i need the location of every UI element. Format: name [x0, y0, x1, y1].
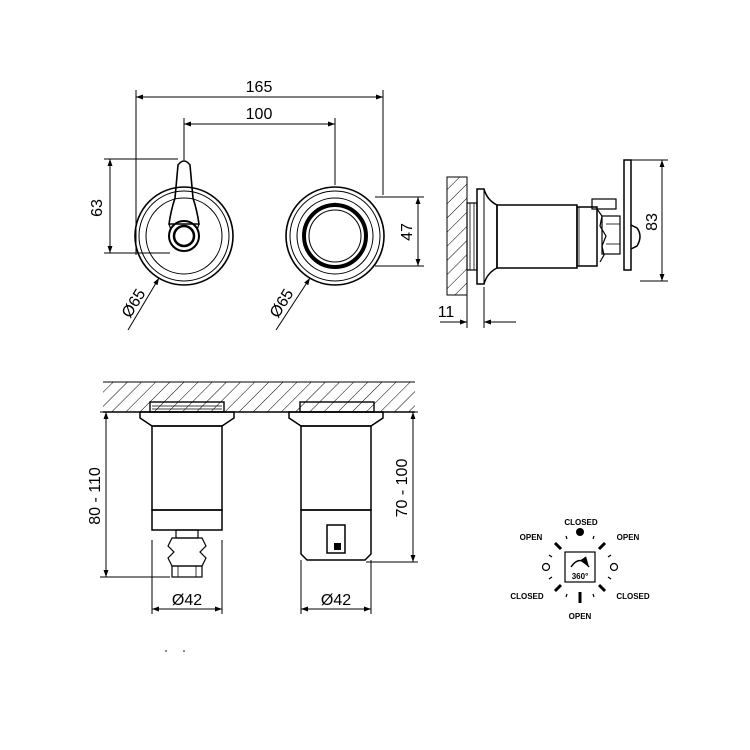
dimension-centers: 100: [183, 106, 336, 185]
dimension-rosette-height: 47: [375, 196, 424, 267]
label-closed-top: CLOSED: [564, 518, 598, 527]
rosette-front-view: [285, 186, 385, 286]
top-position-dot: [576, 528, 584, 536]
dim-47-label: 47: [399, 223, 416, 241]
dimension-left-body-diameter: Ø42: [151, 540, 223, 614]
dim-165-label: 165: [246, 79, 273, 96]
dim-70-100-label: 70 - 100: [394, 459, 411, 518]
dimension-wall-offset: 11: [438, 287, 516, 328]
label-closed-right: CLOSED: [616, 592, 650, 601]
dim-100-label: 100: [246, 106, 273, 123]
left-position-dot: [541, 562, 551, 572]
label-closed-left: CLOSED: [510, 592, 544, 601]
dimension-handle-height: 63: [89, 158, 178, 254]
dim-11-label: 11: [438, 304, 455, 321]
label-open-bottom: OPEN: [569, 612, 592, 621]
handle-front-view: [134, 160, 234, 286]
dimension-right-body-diameter: Ø42: [300, 560, 372, 614]
dimension-side-projection: 83: [631, 159, 668, 282]
dimension-right-rosette-diameter: Ø65: [267, 277, 311, 331]
label-open-top-left: OPEN: [520, 533, 543, 542]
side-view: [446, 159, 641, 296]
dimension-right-body-length: 70 - 100: [366, 411, 418, 563]
dimension-left-body-length: 80 - 110: [87, 411, 170, 578]
wall-section: [103, 381, 415, 413]
label-open-top-right: OPEN: [617, 533, 640, 542]
rotation-diagram: 360° CLOSED OPEN OPEN CLOSED CLOSED OPEN: [510, 518, 650, 621]
right-valve-body: [288, 401, 384, 561]
dim-d42-right-label: Ø42: [321, 592, 351, 609]
dim-d65-left-label: Ø65: [119, 286, 149, 321]
stray-marks: [165, 650, 185, 652]
dim-d42-left-label: Ø42: [172, 592, 202, 609]
dim-80-110-label: 80 - 110: [87, 467, 104, 525]
rotation-360-label: 360°: [572, 572, 589, 581]
dim-83-label: 83: [644, 213, 661, 231]
dimension-left-rosette-diameter: Ø65: [119, 277, 160, 331]
left-valve-body: [139, 401, 235, 578]
right-position-dot: [609, 562, 619, 572]
rotation-arrow-icon: [570, 556, 590, 568]
dim-63-label: 63: [89, 199, 106, 217]
rotation-icon-box: [564, 551, 596, 583]
